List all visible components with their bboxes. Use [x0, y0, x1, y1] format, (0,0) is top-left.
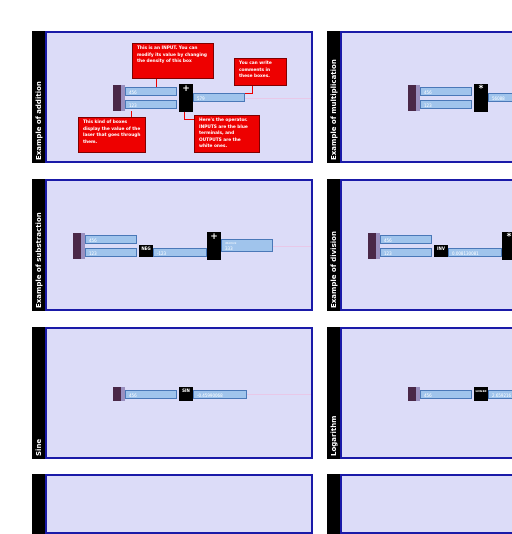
output-display: 579	[193, 93, 245, 102]
panel-canvas: 456 LOG10 2.659216	[340, 327, 512, 459]
panel-canvas: 456 123 + 579 This is an INPUT. You can …	[45, 31, 313, 163]
output-display: dblclick 333	[221, 239, 273, 252]
arrow	[131, 111, 132, 117]
laser-beam	[273, 246, 311, 247]
laser-beam	[245, 98, 311, 99]
input-box-1[interactable]: 456	[85, 235, 137, 244]
arrow	[252, 86, 253, 94]
laser-source-edge	[121, 85, 125, 111]
note-operator[interactable]: Here's the operator. INPUTS are the blue…	[194, 115, 260, 153]
panel-multiplication: Example of multiplication 456 123 * 5608…	[327, 31, 512, 163]
output-display: 56088	[488, 93, 512, 102]
input-box-1[interactable]: 456	[420, 390, 472, 399]
panel-label: Sine	[32, 327, 45, 459]
laser-source[interactable]	[73, 233, 81, 259]
operator-sin[interactable]: SIN	[179, 387, 193, 401]
neg-output-display: -123	[153, 248, 207, 257]
operator-multiply[interactable]: *	[502, 232, 512, 260]
panel-label: Example of addition	[32, 31, 45, 163]
laser-source[interactable]	[408, 387, 416, 401]
operator-plus[interactable]: +	[179, 84, 193, 112]
input-box-2[interactable]: 123	[420, 100, 472, 109]
arrow	[156, 79, 157, 87]
arrow	[184, 112, 185, 119]
input-box-1[interactable]: 456	[380, 235, 432, 244]
output-value: 333	[225, 246, 233, 251]
operator-inv[interactable]: INV	[434, 245, 448, 257]
panel-label	[32, 474, 45, 534]
input-box-1[interactable]: 456	[125, 390, 177, 399]
operator-multiply[interactable]: *	[474, 84, 488, 112]
panel-logarithm: Logarithm 456 LOG10 2.659216	[327, 327, 512, 459]
arrow	[184, 119, 194, 120]
note-display[interactable]: This kind of boxes display the value of …	[78, 117, 146, 153]
panel-label: Example of division	[327, 179, 340, 311]
panel-division: Example of division 456 123 INV 0.008130…	[327, 179, 512, 311]
laser-source-edge	[416, 387, 420, 401]
laser-beam	[247, 394, 311, 395]
panel-subtraction: Example of substraction 456 123 NEG -123…	[32, 179, 313, 311]
laser-source[interactable]	[113, 85, 121, 111]
laser-source-edge	[416, 85, 420, 111]
panel-partial-right	[327, 474, 512, 534]
laser-source-edge	[121, 387, 125, 401]
panel-label: Example of substraction	[32, 179, 45, 311]
panel-label: Example of multiplication	[327, 31, 340, 163]
output-display: 2.659216	[488, 390, 512, 399]
panel-label	[327, 474, 340, 534]
note-comment[interactable]: You can write comments in these boxes.	[234, 58, 287, 86]
laser-source[interactable]	[113, 387, 121, 401]
panel-sine: Sine 456 SIN -0.45990068	[32, 327, 313, 459]
panel-canvas	[45, 474, 313, 534]
input-box-1[interactable]: 456	[125, 87, 177, 96]
panel-partial-left	[32, 474, 313, 534]
panel-label: Logarithm	[327, 327, 340, 459]
input-box-2[interactable]: 123	[85, 248, 137, 257]
panel-canvas	[340, 474, 512, 534]
panel-addition: Example of addition 456 123 + 579 This i…	[32, 31, 313, 163]
inv-output-display: 0.008130081	[448, 248, 502, 257]
operator-neg[interactable]: NEG	[139, 245, 153, 257]
arrow	[245, 93, 253, 94]
output-display: -0.45990068	[193, 390, 247, 399]
laser-source-edge	[81, 233, 85, 259]
laser-source-edge	[376, 233, 380, 259]
input-box-1[interactable]: 456	[420, 87, 472, 96]
panel-canvas: 456 123 * 56088	[340, 31, 512, 163]
laser-source[interactable]	[408, 85, 416, 111]
note-input[interactable]: This is an INPUT. You can modify its val…	[132, 43, 214, 79]
output-top-label: dblclick	[225, 241, 237, 245]
input-box-2[interactable]: 123	[380, 248, 432, 257]
panel-canvas: 456 SIN -0.45990068	[45, 327, 313, 459]
operator-log[interactable]: LOG10	[474, 387, 488, 401]
laser-source[interactable]	[368, 233, 376, 259]
panel-canvas: 456 123 NEG -123 + dblclick 333	[45, 179, 313, 311]
input-box-2[interactable]: 123	[125, 100, 177, 109]
operator-plus[interactable]: +	[207, 232, 221, 260]
panel-canvas: 456 123 INV 0.008130081 *	[340, 179, 512, 311]
